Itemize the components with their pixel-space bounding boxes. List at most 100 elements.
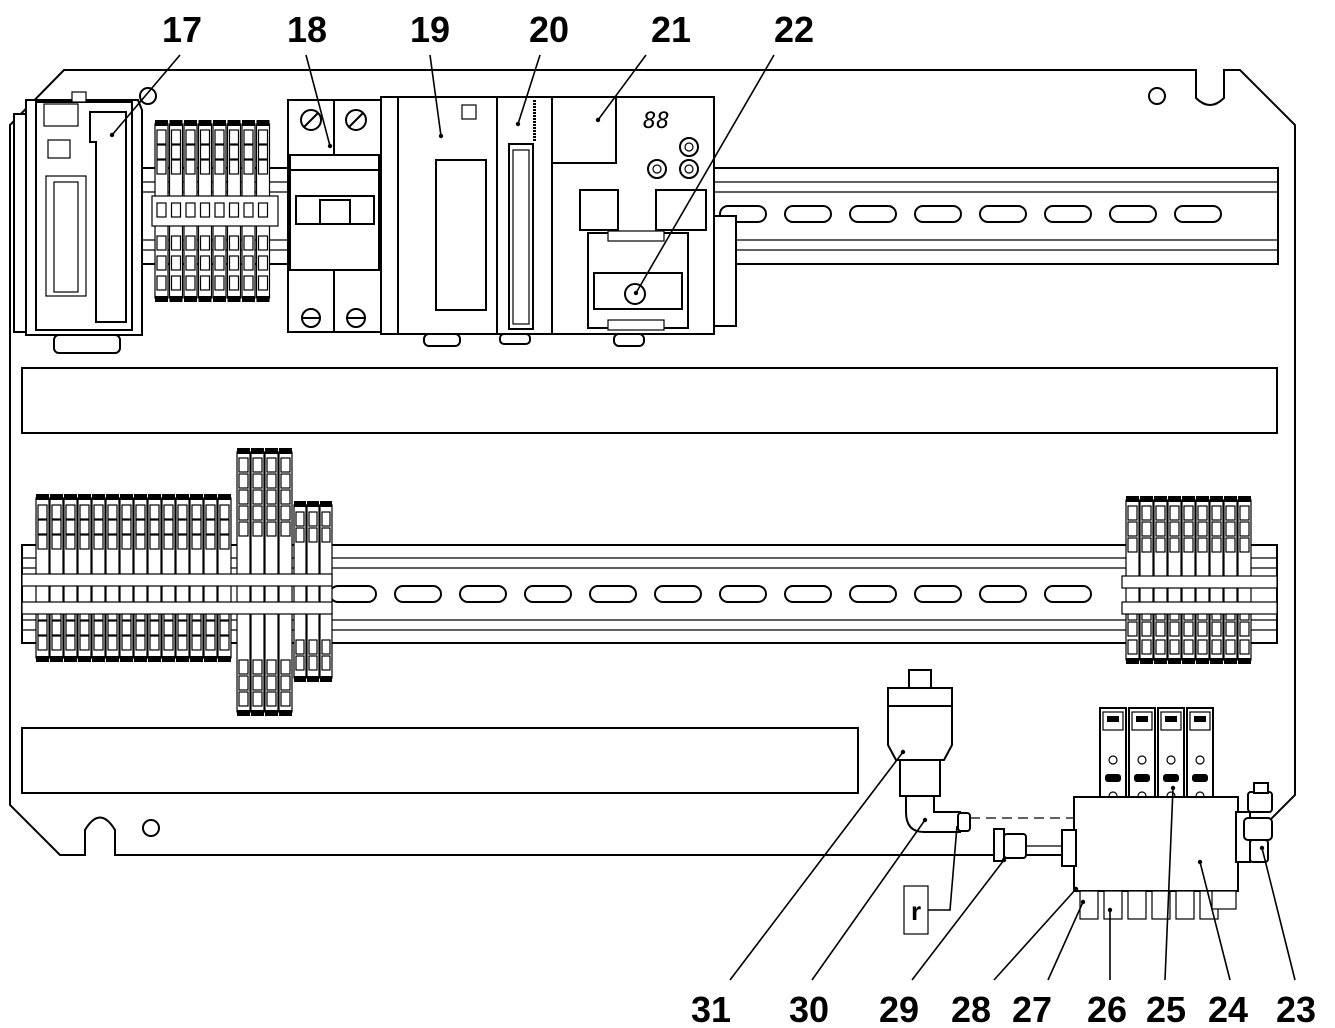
terminal-cell <box>1211 537 1222 553</box>
terminal-cap <box>64 656 77 662</box>
terminal-cap <box>36 656 49 662</box>
terminal-cell <box>156 144 167 160</box>
terminal-cell <box>252 521 263 537</box>
terminal-cap <box>155 296 168 302</box>
terminal-cell <box>191 504 202 520</box>
terminal-cell <box>93 534 104 550</box>
terminal-cell <box>135 620 146 636</box>
terminal-cell <box>185 202 196 218</box>
terminal-cell <box>252 675 263 691</box>
terminal-cell <box>1141 537 1152 553</box>
terminal-cap <box>1168 496 1181 502</box>
terminal-cell <box>205 504 216 520</box>
terminal-cell <box>1211 621 1222 637</box>
terminal-cell <box>65 519 76 535</box>
terminal-cell <box>156 255 167 271</box>
terminal-cell <box>238 489 249 505</box>
terminal-cell <box>238 521 249 537</box>
terminal-cell <box>93 504 104 520</box>
label-r-box: r <box>903 825 958 935</box>
terminal-cell <box>149 504 160 520</box>
terminal-cell <box>170 129 182 145</box>
rail-slot <box>1174 205 1222 223</box>
segment-display: 88 <box>643 109 670 134</box>
terminal-cell <box>170 255 182 271</box>
terminal-cell <box>65 534 76 550</box>
terminal-cell <box>257 235 269 251</box>
valve-screw <box>1137 755 1147 765</box>
terminal-cell <box>266 691 277 707</box>
terminal-cell <box>1155 505 1166 521</box>
terminal-cell <box>1141 621 1152 637</box>
terminal-cell <box>321 639 331 655</box>
terminal-cell <box>214 275 225 291</box>
terminal-cell <box>321 527 331 543</box>
led-dot <box>533 124 536 126</box>
callout-label: 23 <box>1276 989 1316 1028</box>
terminal-cell <box>177 635 188 651</box>
terminal-cell <box>156 275 167 291</box>
terminal-cell <box>177 620 188 636</box>
terminal-cell <box>107 519 118 535</box>
plug-29 <box>993 828 1027 862</box>
terminal-cell <box>308 527 318 543</box>
terminal-cell <box>1127 537 1138 553</box>
terminal-cap <box>242 296 255 302</box>
terminal-cell <box>156 129 167 145</box>
callout-leader <box>1164 787 1174 981</box>
led-dot <box>533 130 536 132</box>
terminal-cell <box>257 144 269 160</box>
led-dot <box>533 136 536 138</box>
rail-slot <box>849 585 897 603</box>
terminal-cap <box>294 501 306 507</box>
terminal-cell <box>199 129 211 145</box>
terminal-cell <box>321 655 331 671</box>
terminal-cap <box>320 676 332 682</box>
terminal-cell <box>238 659 249 675</box>
terminal-cell <box>79 635 90 651</box>
terminal-cell <box>156 159 167 175</box>
valve-pins <box>1136 716 1148 722</box>
terminal-cell <box>266 473 277 489</box>
terminal-strip <box>21 573 333 587</box>
manifold-port <box>1175 890 1195 920</box>
terminal-cell <box>51 635 62 651</box>
terminal-cell <box>205 620 216 636</box>
callout-dot <box>1107 907 1113 913</box>
terminal-cell <box>1141 639 1152 655</box>
valve-screw <box>1195 755 1205 765</box>
rail-slot <box>979 585 1027 603</box>
terminal-cap <box>1224 496 1237 502</box>
terminal-cap <box>227 296 241 302</box>
terminal-cell <box>170 235 182 251</box>
rail-slot <box>719 585 767 603</box>
terminal-cell <box>205 534 216 550</box>
terminal-cell <box>252 489 263 505</box>
valve-indicator <box>1192 774 1208 782</box>
power-supply-17 <box>13 91 143 354</box>
terminal-cell <box>93 519 104 535</box>
callout-label: 29 <box>879 989 919 1028</box>
terminal-cell <box>163 504 174 520</box>
terminal-cell <box>199 255 211 271</box>
terminal-cell <box>199 144 211 160</box>
terminal-cap <box>307 501 319 507</box>
terminal-cell <box>1211 639 1222 655</box>
terminal-cell <box>243 144 254 160</box>
controller-module-19 <box>380 96 498 347</box>
terminal-cap <box>204 656 217 662</box>
terminal-cell <box>1239 537 1250 553</box>
terminal-cell <box>107 504 118 520</box>
terminal-cell <box>79 534 90 550</box>
callout-label: 25 <box>1146 989 1186 1028</box>
callout-dot <box>1259 845 1265 851</box>
terminal-cap <box>134 656 147 662</box>
terminal-cell <box>51 519 62 535</box>
rail-slot <box>849 205 897 223</box>
terminal-cell <box>1141 505 1152 521</box>
terminal-cell <box>1155 639 1166 655</box>
terminal-cell <box>308 511 318 527</box>
terminal-cell <box>205 519 216 535</box>
lower-right-terminal-block <box>1121 496 1278 664</box>
terminal-cell <box>1211 521 1222 537</box>
